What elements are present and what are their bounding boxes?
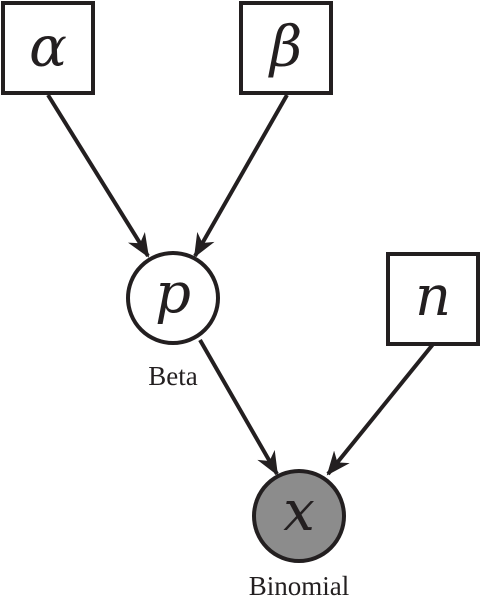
n-box [386,252,480,346]
beta-label: β [268,15,302,80]
node-x: x Binomial [249,469,350,601]
p-caption: Beta [148,361,197,391]
beta-box [239,1,333,95]
node-n: n [386,252,480,346]
x-caption: Binomial [249,571,350,601]
p-circle [126,251,220,345]
node-alpha: α [1,1,95,95]
alpha-label: α [29,15,67,80]
edge-beta-to-p [193,94,289,258]
edge-p-to-x [198,339,279,476]
edge-n-to-x [326,341,436,476]
x-label: x [283,479,315,544]
n-label: n [415,264,451,329]
edges [46,93,436,476]
edge-alpha-to-p [46,93,150,258]
node-p: p Beta [126,251,220,391]
p-label: p [155,261,191,326]
x-circle [252,469,346,563]
alpha-box [1,1,95,95]
node-beta: β [239,1,333,95]
